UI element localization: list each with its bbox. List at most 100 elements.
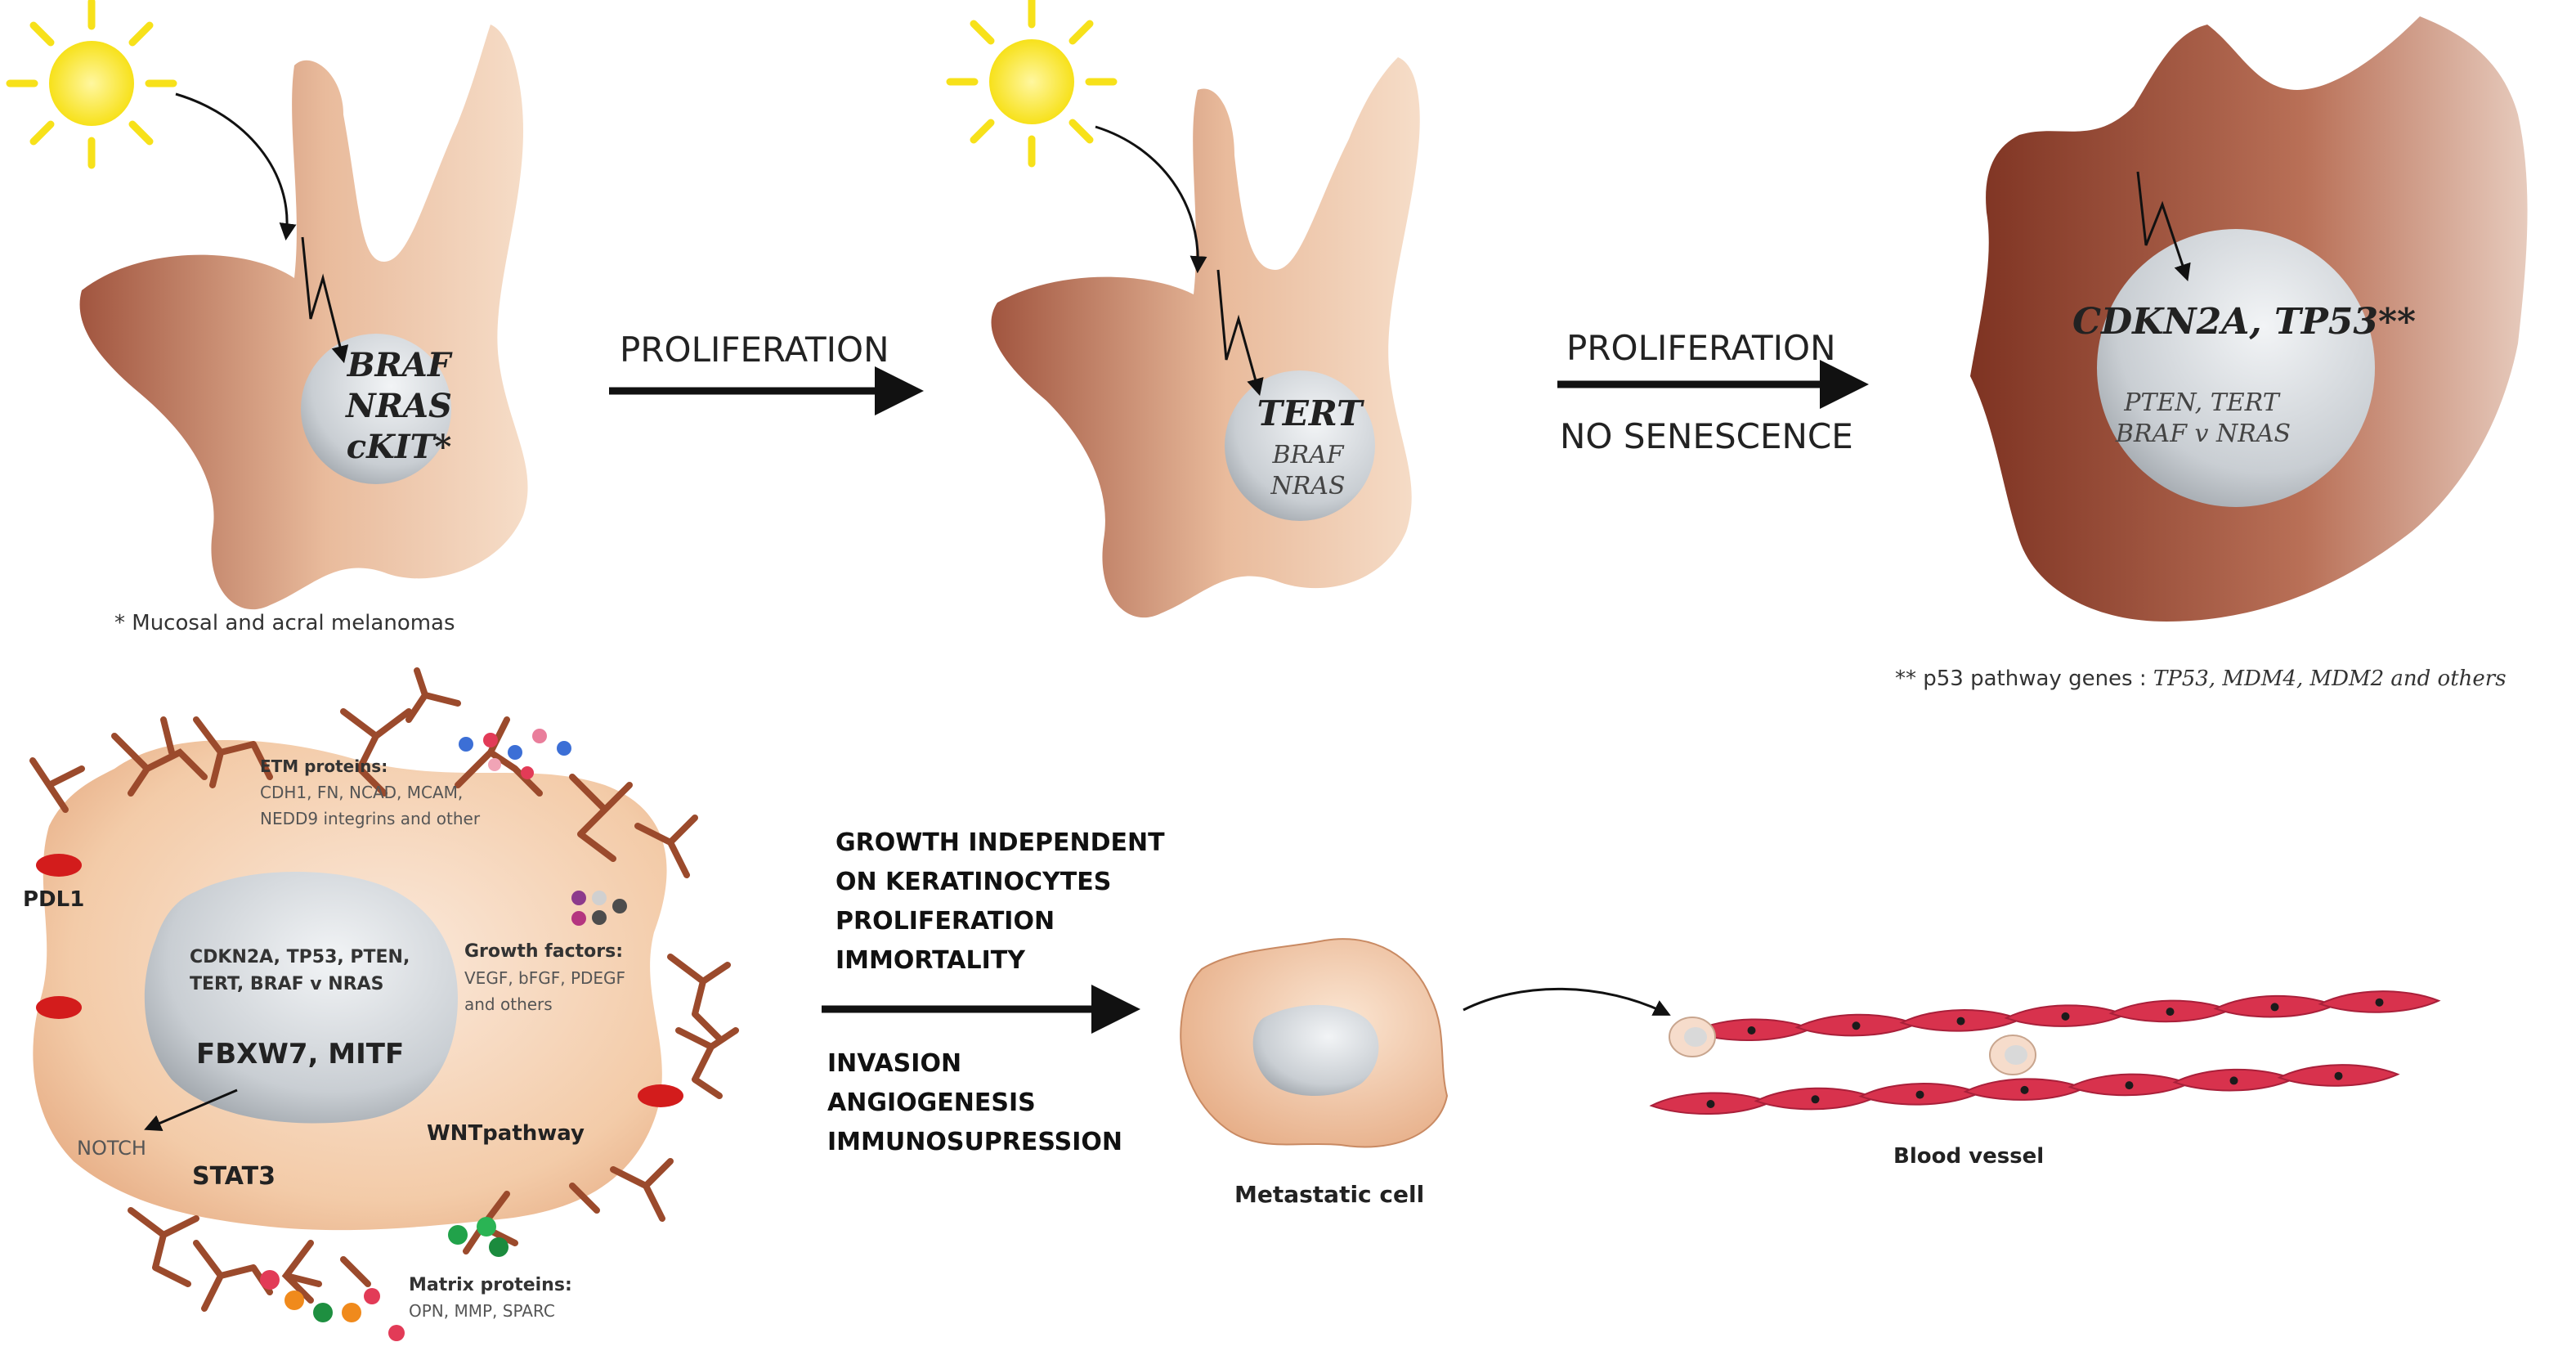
metastatic-nucleus bbox=[1252, 1004, 1379, 1096]
metastatic-cell-group: Metastatic cell bbox=[1180, 938, 1449, 1208]
stage1-gene-ckit: cKIT* bbox=[347, 428, 452, 466]
nucleus-genes-line-2: TERT, BRAF v NRAS bbox=[190, 974, 384, 994]
proliferation-arrow-1: PROLIFERATION bbox=[609, 330, 924, 415]
matrix-line: OPN, MMP, SPARC bbox=[409, 1301, 555, 1321]
matrix-fiber bbox=[634, 815, 698, 878]
endothelial-nucleus bbox=[2334, 1071, 2343, 1080]
sun-icon-2 bbox=[946, 0, 1118, 168]
nucleus-genes-line-1: CDKN2A, TP53, PTEN, bbox=[190, 947, 410, 967]
stage2-gene-tert: TERT bbox=[1257, 393, 1364, 433]
matrix-fiber bbox=[29, 757, 85, 813]
emt-line-1: CDH1, FN, NCAD, MCAM, bbox=[260, 783, 463, 802]
vessel-endothelium-bottom bbox=[1649, 1064, 2400, 1115]
endothelial-nucleus bbox=[2125, 1081, 2134, 1090]
uv-zigzag-2 bbox=[1216, 269, 1264, 397]
matrix-fiber bbox=[675, 1027, 739, 1099]
stage3-group: CDKN2A, TP53** PTEN, TERT BRAF v NRAS **… bbox=[1895, 16, 2528, 691]
notch-label: NOTCH bbox=[77, 1137, 146, 1160]
endothelial-nucleus bbox=[2166, 1008, 2175, 1017]
stage2-group: TERT BRAF NRAS bbox=[946, 0, 1420, 618]
melanocyte-cell-2 bbox=[991, 57, 1420, 618]
vessel-endothelium-top bbox=[1690, 990, 2441, 1042]
stage3-gene-main: CDKN2A, TP53** bbox=[2072, 301, 2416, 343]
pdl1-receptor-3 bbox=[638, 1084, 683, 1107]
growth-factor-dots bbox=[571, 891, 627, 926]
endothelial-nucleus bbox=[2020, 1085, 2029, 1094]
matrix-fiber bbox=[128, 1207, 199, 1287]
circulating-tumor-cell-1 bbox=[1669, 1017, 1716, 1057]
matrix-fiber bbox=[193, 716, 273, 788]
endothelial-nucleus bbox=[1811, 1095, 1820, 1104]
matrix-fiber bbox=[193, 1240, 273, 1312]
nucleus-2 bbox=[1225, 370, 1375, 521]
melanoma-nucleus bbox=[144, 872, 458, 1124]
circulating-tumor-cell-2 bbox=[1989, 1035, 2036, 1075]
endothelial-nucleus bbox=[1706, 1100, 1715, 1108]
matrix-fiber bbox=[569, 774, 633, 862]
stat3-label: STAT3 bbox=[192, 1162, 276, 1191]
arrow3-label-1: GROWTH INDEPENDENT bbox=[836, 828, 1165, 857]
emt-protein-dots bbox=[459, 729, 571, 779]
endothelial-nucleus bbox=[1956, 1017, 1965, 1026]
nucleus-genes-main: FBXW7, MITF bbox=[196, 1038, 404, 1070]
arrow1-label: PROLIFERATION bbox=[620, 330, 889, 370]
matrix-fiber bbox=[281, 1240, 371, 1304]
endothelial-nucleus bbox=[1747, 1026, 1756, 1035]
emt-line-2: NEDD9 integrins and other bbox=[260, 809, 481, 828]
uv-arrow-2 bbox=[1095, 125, 1207, 274]
stage1-footnote: * Mucosal and acral melanomas bbox=[114, 611, 455, 635]
stage4-group: PDL1 bbox=[23, 667, 739, 1341]
growth-factors-line-2: and others bbox=[464, 994, 553, 1014]
stage2-gene-nras: NRAS bbox=[1270, 472, 1345, 500]
endothelial-nucleus bbox=[2229, 1076, 2238, 1085]
sun-icon bbox=[6, 0, 177, 169]
growth-factors-line-1: VEGF, bFGF, PDEGF bbox=[464, 968, 625, 988]
blood-vessel-group: Blood vessel bbox=[1649, 990, 2441, 1169]
stage3-gene-braf-nras: BRAF v NRAS bbox=[2115, 420, 2291, 448]
pdl1-receptor-2 bbox=[36, 996, 82, 1019]
arrow2-label-no-senescence: NO SENESCENCE bbox=[1560, 416, 1853, 456]
notch-arrow bbox=[144, 1088, 238, 1132]
arrow3-label-5: INVASION bbox=[827, 1049, 961, 1078]
endothelial-nucleus bbox=[1915, 1090, 1924, 1099]
matrix-fiber bbox=[111, 716, 208, 797]
endothelial-nucleus bbox=[1852, 1021, 1861, 1030]
matrix-protein-dots bbox=[260, 1217, 508, 1341]
stage1-group: BRAF NRAS cKIT* * Mucosal and acral mela… bbox=[6, 0, 528, 635]
stage3-gene-pten-tert: PTEN, TERT bbox=[2123, 388, 2280, 417]
uv-zigzag-3 bbox=[2136, 171, 2191, 281]
stage1-gene-nras: NRAS bbox=[344, 387, 452, 425]
melanocyte-cell-1 bbox=[79, 25, 528, 610]
growth-factors-title: Growth factors: bbox=[464, 941, 623, 962]
wnt-label: WNTpathway bbox=[427, 1121, 585, 1146]
migration-arrow bbox=[1463, 987, 1671, 1016]
stage1-gene-braf: BRAF bbox=[347, 346, 453, 384]
metastatic-label: Metastatic cell bbox=[1234, 1181, 1424, 1208]
stage2-gene-braf: BRAF bbox=[1271, 441, 1344, 469]
arrow3-label-6: ANGIOGENESIS bbox=[827, 1088, 1036, 1117]
matrix-fiber bbox=[340, 708, 412, 797]
pdl1-label: PDL1 bbox=[23, 887, 84, 912]
uv-zigzag-1 bbox=[301, 236, 349, 364]
matrix-fiber bbox=[569, 1158, 674, 1222]
pdl1-receptor-1 bbox=[36, 854, 82, 877]
arrow2-label-proliferation: PROLIFERATION bbox=[1566, 328, 1836, 368]
stage3-footnote: ** p53 pathway genes : TP53, MDM4, MDM2 … bbox=[1895, 667, 2507, 691]
endothelial-nucleus bbox=[2061, 1012, 2070, 1021]
matrix-fiber bbox=[667, 954, 731, 1042]
endothelial-nucleus bbox=[2375, 998, 2384, 1007]
arrow3-label-7: IMMUNOSUPRESSION bbox=[827, 1128, 1122, 1156]
endothelial-nucleus bbox=[2270, 1003, 2279, 1012]
arrow3-label-3: PROLIFERATION bbox=[836, 907, 1055, 936]
matrix-fiber bbox=[405, 667, 461, 723]
proliferation-arrow-2: PROLIFERATION NO SENESCENCE bbox=[1557, 328, 1869, 456]
uv-arrow-1 bbox=[175, 92, 297, 241]
nucleus-1 bbox=[301, 334, 451, 484]
vessel-label: Blood vessel bbox=[1893, 1144, 2044, 1169]
arrow3-label-4: IMMORTALITY bbox=[836, 946, 1026, 975]
emt-title: ETM proteins: bbox=[260, 756, 388, 776]
progression-arrow-3: GROWTH INDEPENDENT ON KERATINOCYTES PROL… bbox=[822, 828, 1165, 1156]
nucleus-3 bbox=[2097, 229, 2375, 507]
matrix-title: Matrix proteins: bbox=[409, 1275, 572, 1295]
